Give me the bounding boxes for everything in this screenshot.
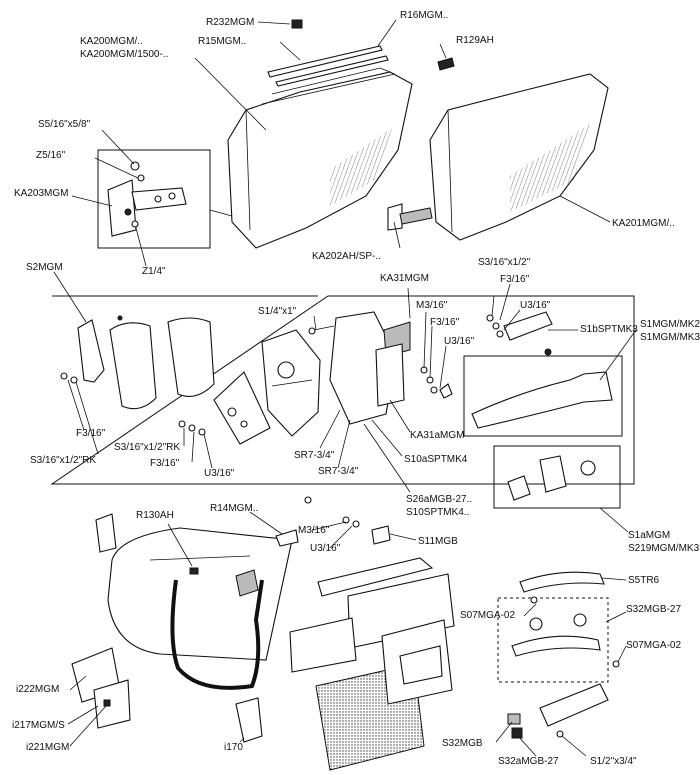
clip-r232 bbox=[291, 19, 303, 29]
label-ka31amgm: KA31aMGM bbox=[410, 430, 465, 441]
label-s1mgm-mk3: S1MGM/MK3 bbox=[640, 332, 700, 343]
remote-cover-1 bbox=[109, 322, 157, 410]
window-channel-strip bbox=[275, 55, 389, 87]
label-s1-4x1: S1/4"x1" bbox=[258, 306, 297, 317]
label-f3-16-mid: F3/16" bbox=[430, 317, 460, 328]
escutcheon-plate bbox=[503, 311, 553, 341]
seal-clip bbox=[189, 567, 199, 575]
label-r16mgm: R16MGM.. bbox=[400, 10, 449, 21]
handle-option-box bbox=[497, 597, 609, 683]
label-s1amgm: S1aMGM bbox=[628, 530, 671, 541]
label-u3-16-low: U3/16" bbox=[204, 468, 235, 479]
label-ka203mgm: KA203MGM bbox=[14, 188, 69, 199]
label-s10asptmk4: S10aSPTMK4 bbox=[404, 454, 468, 465]
door-hinge bbox=[107, 179, 187, 237]
lock-assembly-box bbox=[50, 295, 635, 485]
label-s32mgb27: S32MGB-27 bbox=[626, 604, 682, 615]
label-s3-16x1-2rk-a: S3/16"x1/2"RK bbox=[114, 442, 181, 453]
label-i217mgm: i217MGM/S bbox=[12, 720, 65, 731]
label-f3-16-left: F3/16" bbox=[76, 428, 106, 439]
window-rubber-seal bbox=[170, 579, 264, 690]
regulator-clip bbox=[235, 569, 259, 597]
label-s07mga02-a: S07MGA-02 bbox=[460, 610, 516, 621]
label-s1-2x3-4: S1/2"x3/4" bbox=[590, 756, 637, 767]
lock-barrel bbox=[539, 455, 567, 493]
label-i170: i170 bbox=[224, 742, 243, 753]
lock-barrel-sub-box bbox=[493, 445, 621, 509]
label-s32amgb27: S32aMGB-27 bbox=[498, 756, 559, 767]
latch-plate bbox=[213, 371, 271, 445]
label-m3-16-a: M3/16" bbox=[416, 300, 448, 311]
barrel-ring bbox=[580, 460, 596, 476]
door-pull-handle bbox=[539, 683, 609, 727]
label-z5-16: Z5/16" bbox=[36, 150, 66, 161]
label-s219mgm: S219MGM/MK3 bbox=[628, 543, 700, 554]
label-m3-16-b: M3/16" bbox=[298, 525, 330, 536]
check-bracket bbox=[77, 319, 105, 383]
hinge-plate bbox=[93, 679, 131, 729]
label-f3-16-top: F3/16" bbox=[500, 274, 530, 285]
label-r15mgm: R15MGM.. bbox=[198, 36, 247, 47]
clip-r129 bbox=[437, 57, 455, 71]
label-s11mgb: S11MGB bbox=[418, 536, 458, 547]
washer bbox=[137, 174, 145, 182]
label-f3-16-low: F3/16" bbox=[150, 458, 180, 469]
striker-pin bbox=[375, 343, 405, 407]
r14-clip bbox=[275, 529, 299, 547]
label-r14mgm: R14MGM.. bbox=[210, 503, 259, 514]
label-s5tr6: S5TR6 bbox=[628, 575, 660, 586]
label-r130ah: R130AH bbox=[136, 510, 174, 521]
waist-rail-trim bbox=[317, 557, 434, 597]
bolt-head bbox=[130, 161, 140, 171]
side-glass-panel bbox=[107, 527, 293, 661]
label-s3-16x1-2rk-b: S3/16"x1/2"RK bbox=[30, 455, 97, 466]
label-s5-16x5-8: S5/16"x5/8" bbox=[38, 119, 91, 130]
label-i221mgm: i221MGM bbox=[26, 742, 70, 753]
outside-door-handle bbox=[471, 371, 613, 429]
label-sr7-3-4-a: SR7-3/4" bbox=[294, 450, 335, 461]
label-i222mgm: i222MGM bbox=[16, 684, 60, 695]
label-z1-4: Z1/4" bbox=[142, 266, 166, 277]
left-door-shell bbox=[227, 67, 413, 249]
remote-cover-2 bbox=[167, 317, 215, 397]
grommet bbox=[371, 525, 391, 545]
window-seal-strip bbox=[267, 45, 383, 78]
label-s07mga02-b: S07MGA-02 bbox=[626, 640, 682, 651]
pull-handle-alt bbox=[511, 635, 601, 657]
label-u3-16-b: U3/16" bbox=[310, 543, 341, 554]
washer bbox=[131, 220, 139, 228]
label-sr7-3-4-b: SR7-3/4" bbox=[318, 466, 359, 477]
label-ka31mgm: KA31MGM bbox=[380, 273, 429, 284]
label-s3-16x1-2-top: S3/16"x1/2" bbox=[478, 257, 531, 268]
barrel-cap bbox=[507, 475, 531, 501]
label-u3-16-mid: U3/16" bbox=[444, 336, 475, 347]
hinge-detail-box bbox=[97, 149, 211, 249]
label-ka200mgm-1500: KA200MGM/1500-.. bbox=[80, 49, 169, 60]
label-u3-16-top: U3/16" bbox=[520, 300, 551, 311]
check-strap bbox=[387, 203, 403, 231]
label-s26amgb27: S26aMGB-27.. bbox=[406, 494, 473, 505]
upper-hinge-bracket bbox=[95, 513, 117, 553]
label-s10sptmk4: S10SPTMK4.. bbox=[406, 507, 470, 518]
label-ka200mgm: KA200MGM/.. bbox=[80, 36, 143, 47]
right-door-shell bbox=[429, 73, 609, 241]
label-s1mgm-mk2: S1MGM/MK2 bbox=[640, 319, 700, 330]
trim-pocket bbox=[289, 617, 357, 673]
label-r129ah: R129AH bbox=[456, 35, 494, 46]
pull-handle-upper bbox=[519, 571, 605, 593]
handle-sub-box bbox=[463, 355, 623, 437]
label-r232mgm: R232MGM bbox=[206, 17, 255, 28]
label-s1bsptmk3: S1bSPTMK3 bbox=[580, 324, 638, 335]
i170-part bbox=[235, 697, 263, 743]
label-ka202ah: KA202AH/SP-.. bbox=[312, 251, 381, 262]
label-s32mgb: S32MGB bbox=[442, 738, 483, 749]
label-s2mgm: S2MGM bbox=[26, 262, 63, 273]
label-ka201mgm: KA201MGM/.. bbox=[612, 218, 675, 229]
